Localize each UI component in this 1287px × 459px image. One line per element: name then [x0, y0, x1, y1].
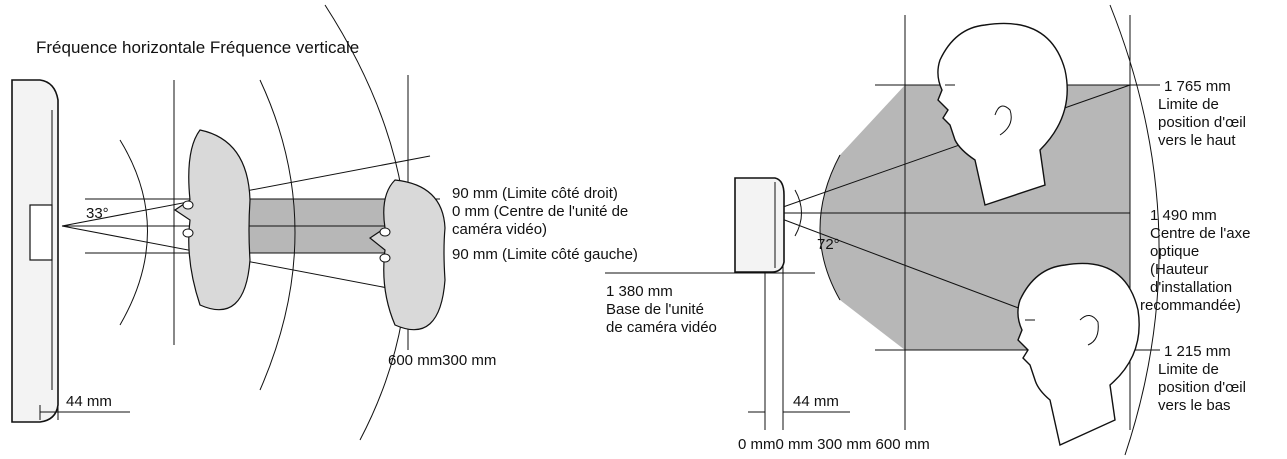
arc-near: [119, 139, 148, 326]
center-label-line1: 0 mm (Centre de l'unité de: [452, 203, 629, 220]
center-axis-desc4: d'installation: [1150, 279, 1233, 296]
center-axis-value: 1 490 mm: [1150, 207, 1217, 224]
left-view-title: Fréquence horizontale Fréquence vertical…: [36, 38, 360, 57]
bottom-limit-value: 1 215 mm: [1164, 343, 1231, 360]
top-limit-desc1: Limite de: [1158, 96, 1219, 113]
right-angle-label: 72°: [817, 236, 840, 253]
left-angle-label: 33°: [86, 205, 109, 222]
right-offset-label: 44 mm: [793, 393, 839, 410]
right-side-view: [605, 4, 1160, 456]
head-side-lower: [1017, 262, 1140, 446]
camera-base-desc2: de caméra vidéo: [606, 319, 717, 336]
right-distance-label: 0 mm0 mm 300 mm 600 mm: [738, 436, 930, 453]
left-distance-label: 600 mm300 mm: [388, 352, 497, 369]
bottom-limit-desc3: vers le bas: [1158, 397, 1231, 414]
limit-left-label: 90 mm (Limite côté gauche): [452, 246, 638, 263]
arc-far-right: [1109, 4, 1160, 456]
limit-right-label: 90 mm (Limite côté droit): [452, 185, 618, 202]
left-top-view: [11, 4, 446, 441]
center-label-line2: caméra vidéo): [452, 221, 548, 238]
center-axis-desc3: (Hauteur: [1150, 261, 1209, 278]
top-limit-value: 1 765 mm: [1164, 78, 1231, 95]
center-axis-desc2: optique: [1150, 243, 1200, 260]
camera-base-desc1: Base de l'unité: [606, 301, 704, 318]
arc-mid: [259, 79, 296, 391]
top-limit-desc3: vers le haut: [1158, 132, 1236, 149]
bottom-limit-desc2: position d'œil: [1158, 379, 1246, 396]
camera-unit-right: [734, 177, 785, 273]
head-side-upper: [937, 22, 1068, 206]
head-top-view-near: [173, 129, 251, 311]
center-axis-desc1: Centre de l'axe: [1150, 225, 1251, 242]
center-axis-desc5: recommandée): [1140, 297, 1241, 314]
left-offset-label: 44 mm: [66, 393, 112, 410]
top-limit-desc2: position d'œil: [1158, 114, 1246, 131]
bottom-limit-desc1: Limite de: [1158, 361, 1219, 378]
camera-unit-left: [11, 79, 59, 423]
camera-base-value: 1 380 mm: [606, 283, 673, 300]
head-top-view-far: [368, 179, 446, 331]
